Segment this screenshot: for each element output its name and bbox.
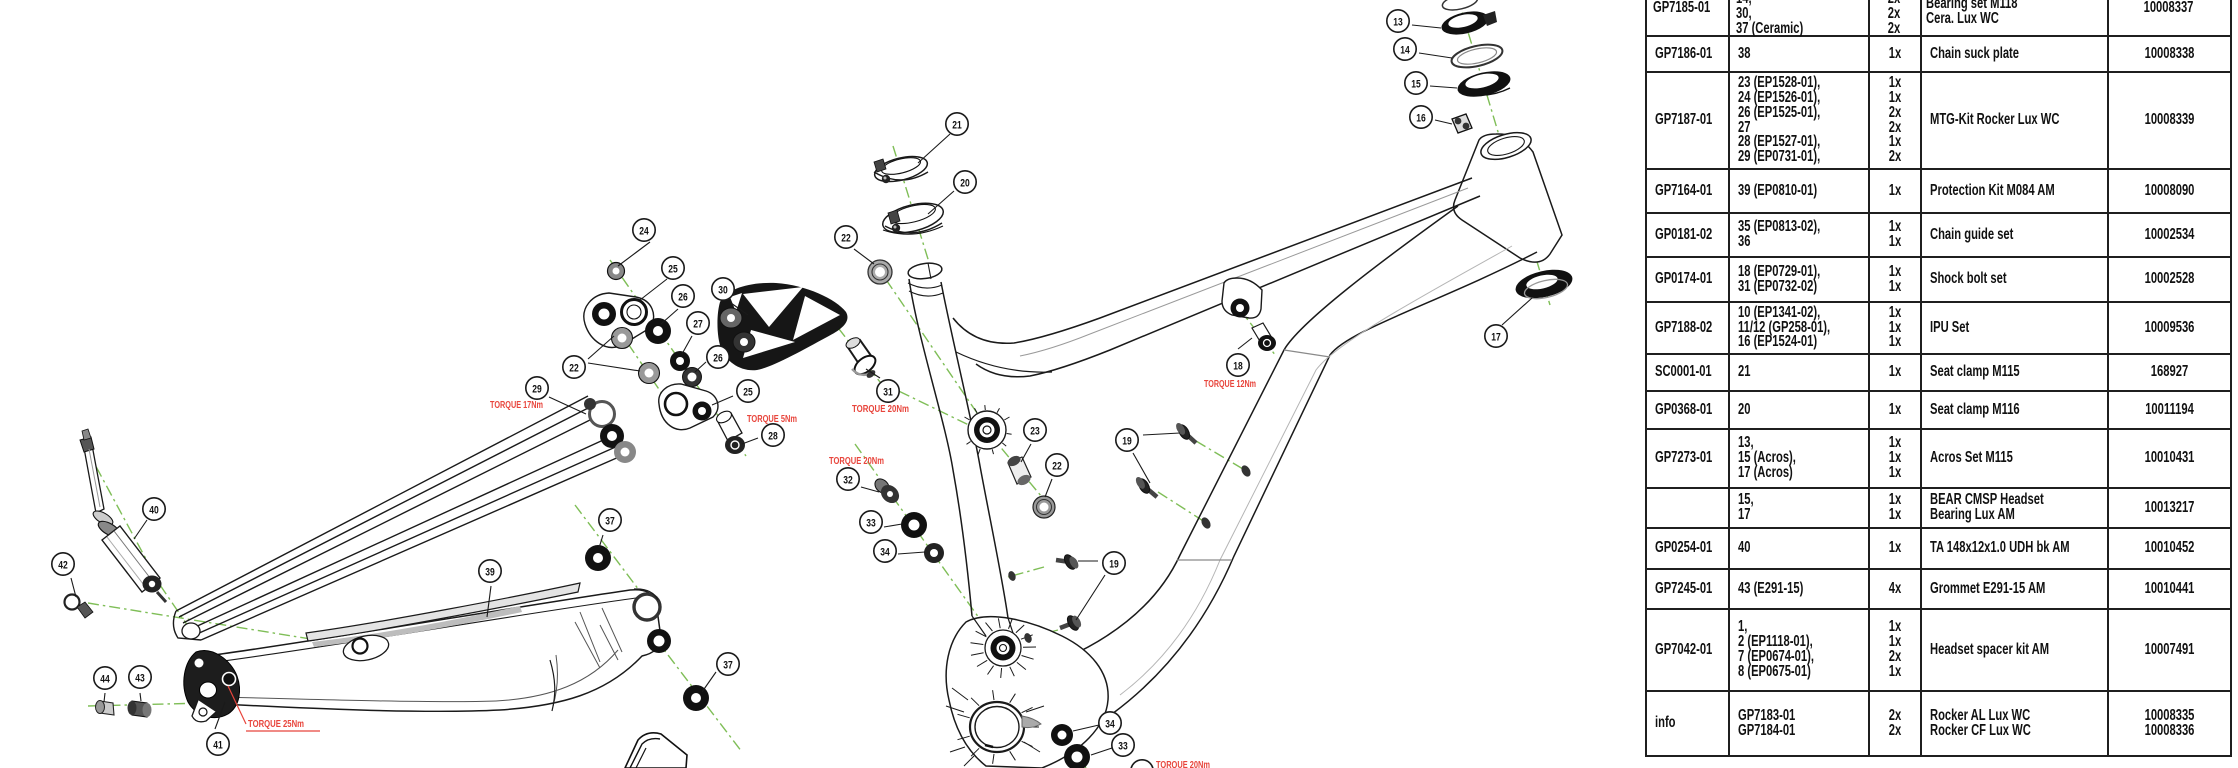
svg-text:22: 22 [569,362,579,374]
svg-text:13: 13 [1393,16,1403,28]
svg-text:23: 23 [1030,425,1040,437]
svg-text:26: 26 [678,291,688,303]
svg-text:28: 28 [768,430,778,442]
svg-text:22: 22 [1052,460,1062,472]
svg-text:30: 30 [718,284,728,296]
svg-text:20: 20 [960,177,970,189]
svg-text:19: 19 [1122,435,1132,447]
svg-text:44: 44 [100,673,110,685]
svg-text:42: 42 [58,559,68,571]
svg-text:14: 14 [1400,44,1410,56]
svg-text:39: 39 [485,566,495,578]
svg-text:TORQUE 20Nm: TORQUE 20Nm [1156,760,1210,768]
svg-text:25: 25 [668,263,678,275]
svg-text:24: 24 [639,225,649,237]
svg-text:TORQUE 20Nm: TORQUE 20Nm [829,456,884,467]
svg-text:TORQUE 20Nm: TORQUE 20Nm [852,404,909,415]
svg-text:32: 32 [843,474,853,486]
svg-text:TORQUE 12Nm: TORQUE 12Nm [1204,379,1256,390]
svg-text:16: 16 [1416,112,1426,124]
svg-text:43: 43 [135,672,145,684]
svg-text:18: 18 [1233,360,1243,372]
svg-text:TORQUE 25Nm: TORQUE 25Nm [248,719,304,730]
svg-text:22: 22 [841,232,851,244]
svg-text:17: 17 [1491,331,1501,343]
svg-text:25: 25 [743,386,753,398]
svg-text:32: 32 [1137,766,1147,768]
svg-text:27: 27 [693,318,703,330]
svg-text:15: 15 [1411,78,1421,90]
svg-text:37: 37 [723,659,733,671]
svg-text:40: 40 [149,504,159,516]
svg-text:33: 33 [866,517,876,529]
svg-text:33: 33 [1118,740,1128,752]
svg-text:TORQUE 17Nm: TORQUE 17Nm [490,400,543,411]
svg-text:TORQUE 5Nm: TORQUE 5Nm [747,414,797,425]
svg-text:41: 41 [213,739,223,751]
svg-text:34: 34 [880,546,890,558]
svg-text:26: 26 [713,352,723,364]
svg-text:29: 29 [532,383,542,395]
svg-text:21: 21 [952,119,962,131]
svg-text:19: 19 [1109,558,1119,570]
svg-text:37: 37 [605,515,615,527]
svg-text:34: 34 [1105,718,1115,730]
svg-text:31: 31 [883,386,893,398]
